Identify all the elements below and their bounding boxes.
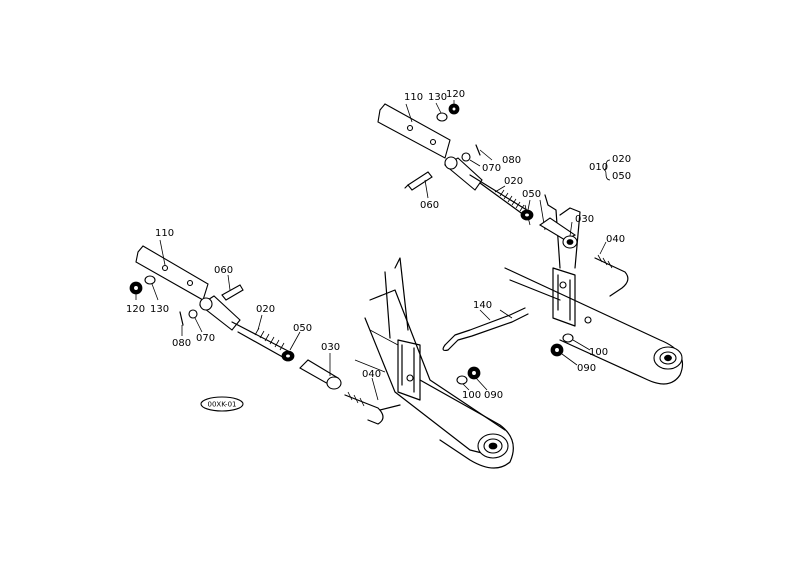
label-mid-140: 140 (473, 300, 492, 311)
key-020: 020 (612, 154, 631, 165)
label-left-060: 060 (214, 265, 233, 276)
key-010: 010 (589, 162, 608, 173)
connecting-rod-140 (442, 307, 529, 352)
label-right-090: 090 (577, 363, 596, 374)
upper-check-chain-assembly (377, 103, 629, 357)
label-left-050: 050 (293, 323, 312, 334)
label-left-020: 020 (256, 304, 275, 315)
label-mid-090: 090 (484, 390, 503, 401)
label-upper-120: 120 (446, 89, 465, 100)
label-left-120: 120 (126, 304, 145, 315)
assembly-key: 010 020 050 (589, 154, 631, 182)
label-mid-100: 100 (462, 390, 481, 401)
diagram-code-badge: 00XK-01 (200, 396, 244, 412)
label-left-040: 040 (362, 369, 381, 380)
label-upper-110: 110 (404, 92, 423, 103)
label-left-110: 110 (155, 228, 174, 239)
label-upper-060: 060 (420, 200, 439, 211)
label-left-130: 130 (150, 304, 169, 315)
lower-link-arms (354, 194, 684, 469)
key-050: 050 (612, 171, 631, 182)
label-upper-080: 080 (502, 155, 521, 166)
label-right-100: 100 (589, 347, 608, 358)
label-left-080: 080 (172, 338, 191, 349)
leader-lines (135, 100, 607, 401)
label-left-030: 030 (321, 342, 340, 353)
label-left-070: 070 (196, 333, 215, 344)
label-upper-130: 130 (428, 92, 447, 103)
code-badge-text: 00XK-01 (208, 401, 237, 409)
label-upper-050: 050 (522, 189, 541, 200)
label-upper-020: 020 (504, 176, 523, 187)
label-upper-040: 040 (606, 234, 625, 245)
label-upper-070: 070 (482, 163, 501, 174)
part-number-labels: 110 130 120 070 080 060 020 050 030 040 … (126, 89, 625, 401)
left-check-chain-assembly (129, 245, 481, 425)
label-upper-030: 030 (575, 214, 594, 225)
